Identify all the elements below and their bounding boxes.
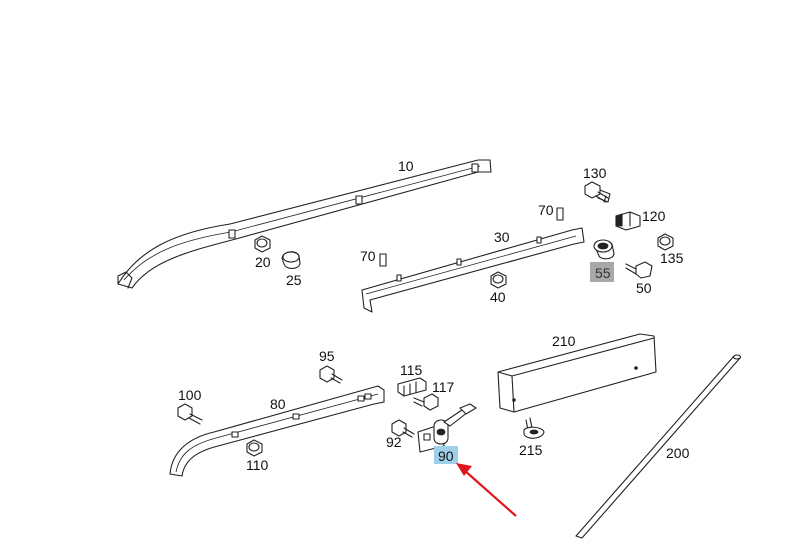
callout-117: 117	[432, 379, 455, 395]
pointer-arrow	[456, 463, 517, 517]
part-70-clip-b[interactable]	[379, 253, 387, 267]
part-20-nut[interactable]	[254, 235, 271, 253]
callout-90: 90	[438, 448, 454, 464]
callout-95: 95	[319, 348, 335, 364]
callout-100: 100	[178, 387, 202, 403]
callout-10: 10	[398, 158, 414, 174]
part-135-nut[interactable]	[657, 233, 674, 251]
part-95-bolt[interactable]	[319, 365, 343, 384]
part-55-bushing[interactable]	[593, 239, 615, 260]
part-80-lower-rail[interactable]	[169, 385, 385, 477]
part-40-nut[interactable]	[490, 271, 507, 289]
part-215-bolt[interactable]	[523, 417, 545, 439]
callout-115: 115	[400, 362, 423, 378]
part-210-panel[interactable]	[497, 333, 657, 413]
callout-215: 215	[519, 442, 543, 458]
callout-210: 210	[552, 333, 576, 349]
part-130-bolt[interactable]	[584, 181, 611, 203]
callout-92: 92	[386, 434, 402, 450]
callout-40: 40	[490, 289, 506, 305]
part-70-clip-a[interactable]	[556, 207, 564, 221]
part-120-bracket[interactable]	[615, 211, 641, 231]
part-100-bolt[interactable]	[177, 403, 203, 425]
part-110-nut[interactable]	[246, 439, 263, 457]
part-115-bracket[interactable]	[397, 377, 427, 397]
part-117-bolt[interactable]	[413, 393, 439, 411]
callout-70a: 70	[538, 202, 554, 218]
callout-70b: 70	[360, 248, 376, 264]
callout-120: 120	[642, 208, 666, 224]
callout-50: 50	[636, 280, 652, 296]
part-200-rod[interactable]	[575, 354, 742, 539]
callout-80: 80	[270, 396, 286, 412]
part-90-carriage[interactable]	[417, 403, 477, 453]
part-10-upper-rail[interactable]	[117, 159, 492, 289]
callout-110: 110	[246, 457, 269, 473]
part-50-bolt[interactable]	[625, 261, 653, 279]
highlight-90	[434, 446, 458, 464]
callout-200: 200	[666, 445, 690, 461]
callout-130: 130	[583, 165, 607, 181]
highlight-55	[590, 262, 614, 282]
part-92-bolt[interactable]	[391, 419, 415, 438]
part-25-cap[interactable]	[281, 251, 301, 270]
callout-135: 135	[660, 250, 684, 266]
callout-55: 55	[595, 265, 611, 281]
callout-30: 30	[494, 229, 510, 245]
part-30-middle-rail[interactable]	[361, 227, 585, 313]
callout-25: 25	[286, 272, 302, 288]
callout-20: 20	[255, 254, 271, 270]
